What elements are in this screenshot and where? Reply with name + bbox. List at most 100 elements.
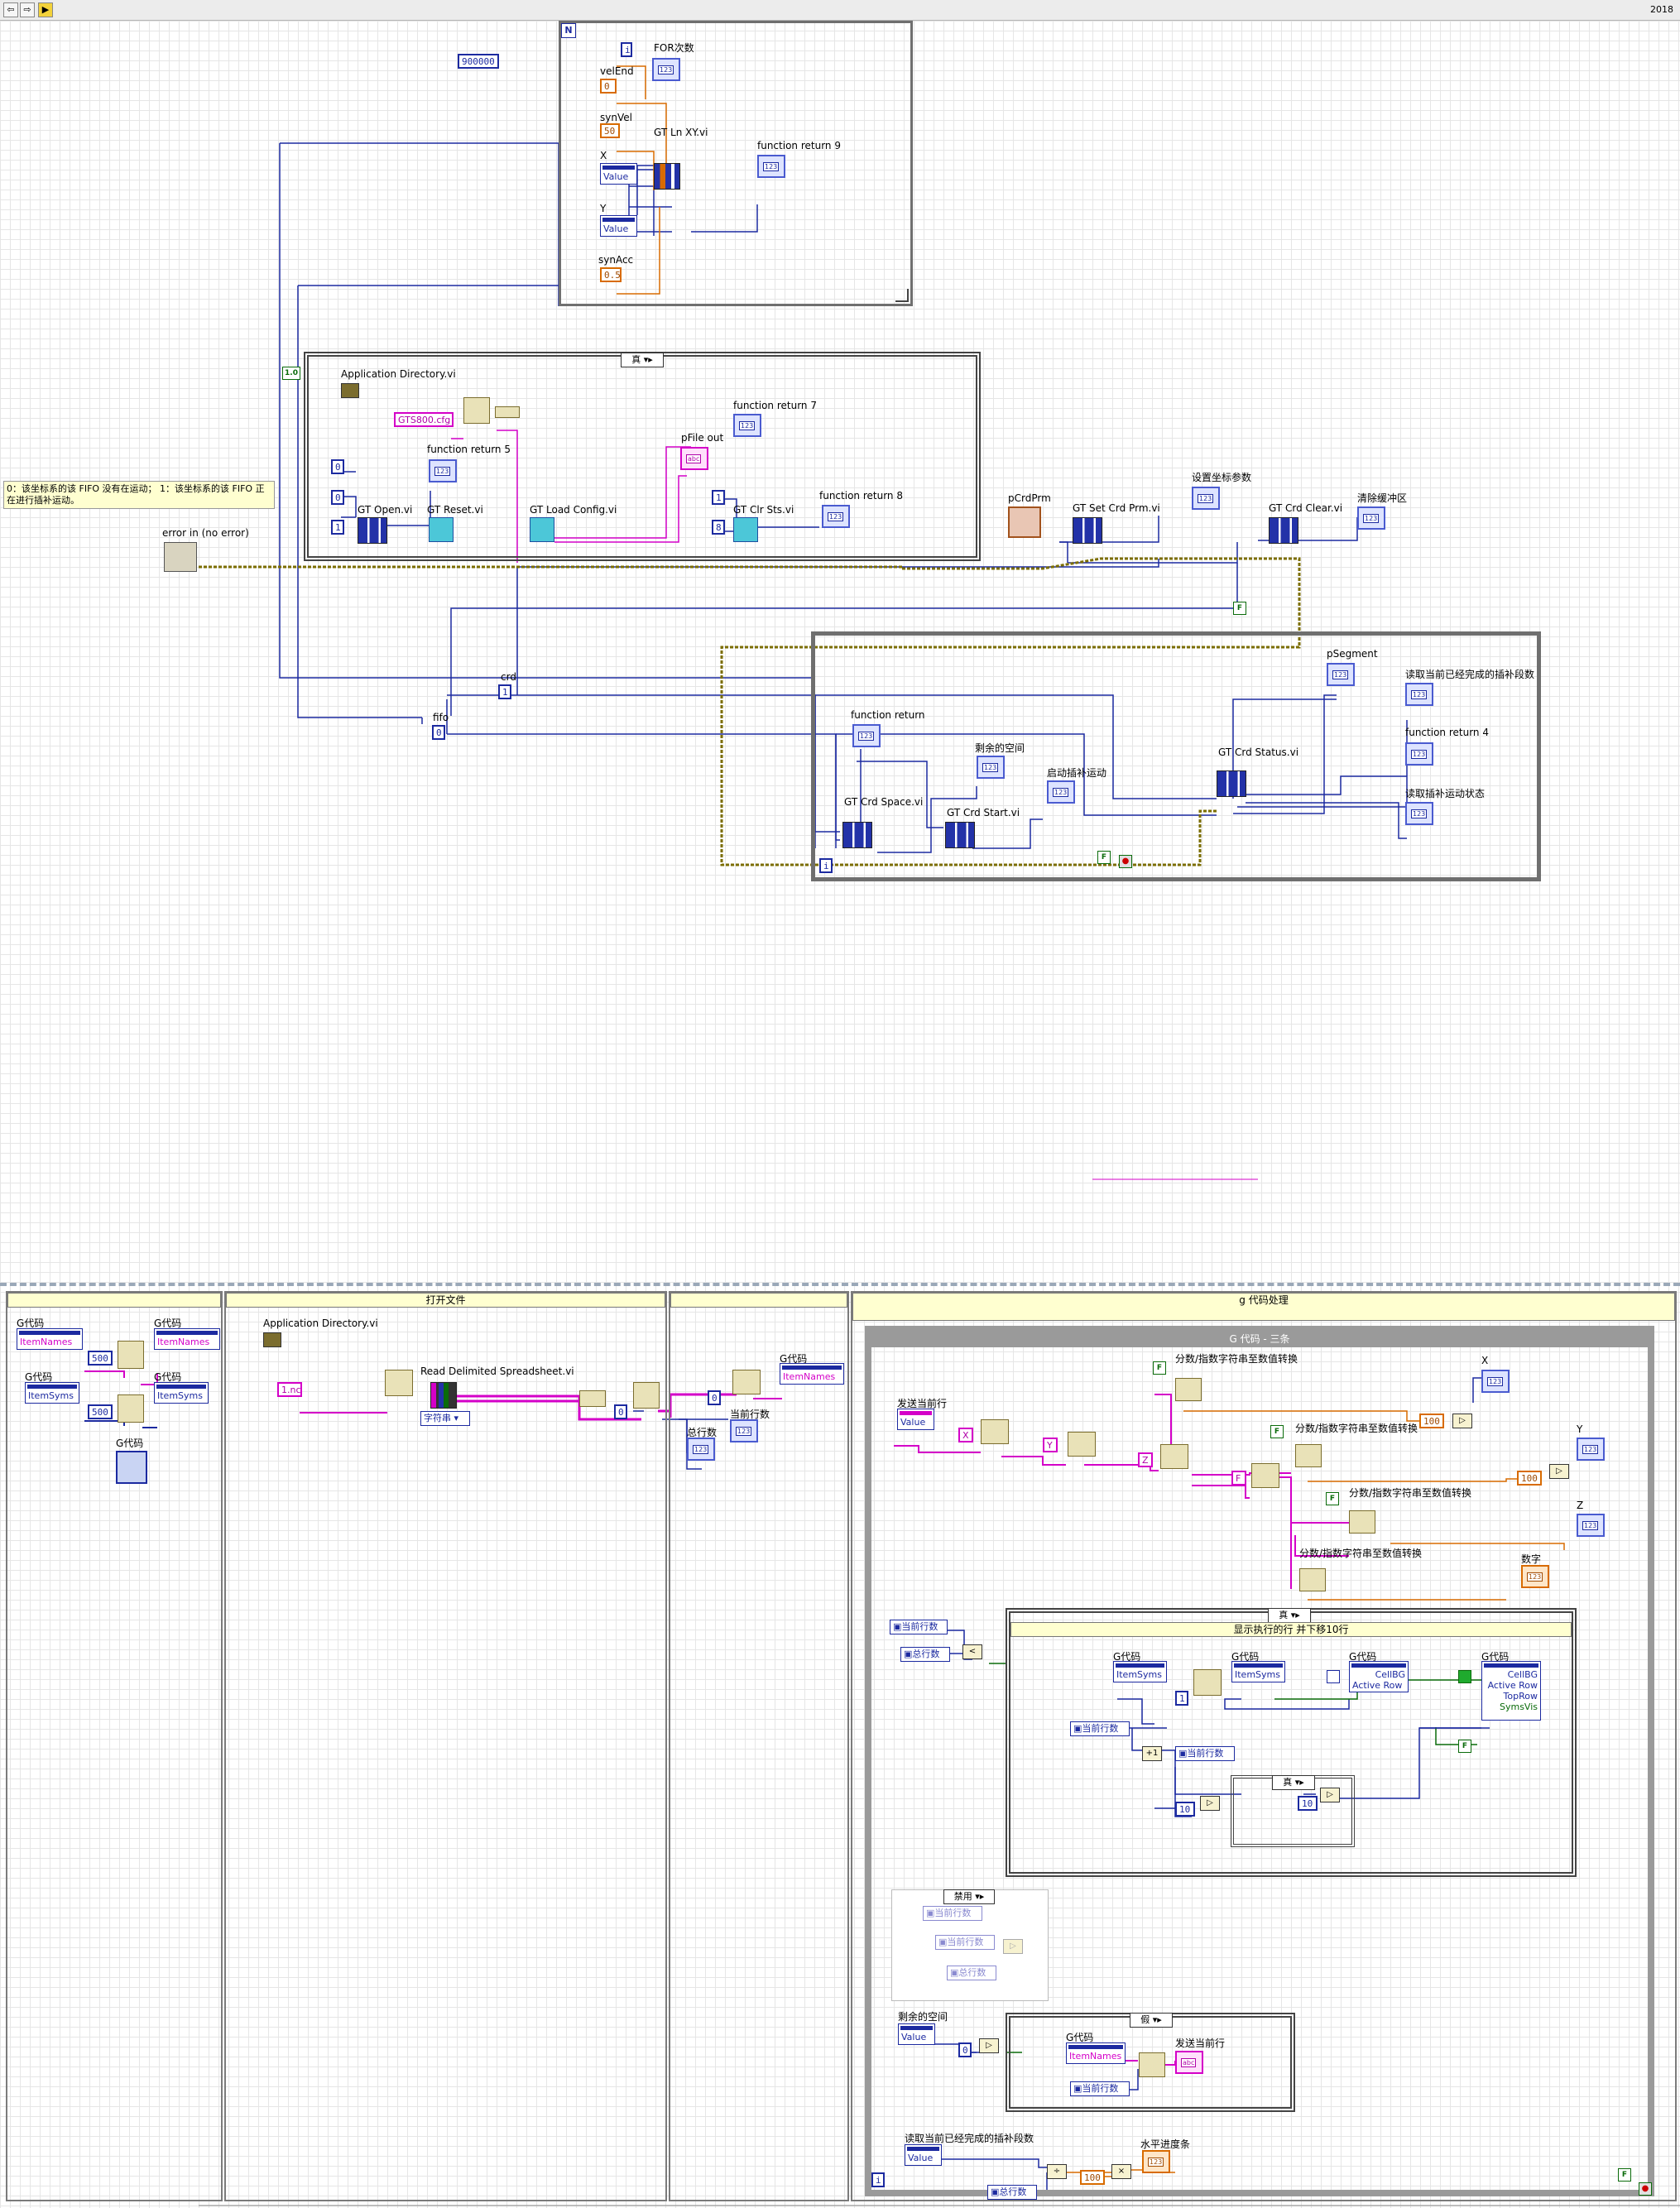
function-return-8-indicator[interactable] — [822, 505, 850, 528]
pcrdprm-control[interactable] — [1008, 506, 1041, 538]
eight-const[interactable]: 8 — [712, 520, 725, 535]
n500-const-a[interactable]: 500 — [88, 1351, 113, 1366]
z-const[interactable]: Z — [1138, 1452, 1153, 1467]
zero-const-seq3[interactable]: 0 — [708, 1390, 721, 1405]
number-out-indicator[interactable] — [1521, 1565, 1549, 1588]
array-size-vi[interactable] — [732, 1370, 761, 1394]
function-return-9-indicator[interactable] — [757, 155, 785, 178]
loop-i-terminal[interactable]: i — [621, 42, 632, 57]
convert-vi-d[interactable] — [1299, 1568, 1326, 1591]
nc-file-const[interactable]: 1.nc — [277, 1382, 302, 1397]
syn-vel-const[interactable]: 50 — [600, 123, 620, 138]
stop-bool-const[interactable]: F — [1097, 851, 1111, 864]
disabled-case-selector[interactable]: 禁用 ▾▸ — [943, 1889, 995, 1904]
match-pattern-vi-z[interactable] — [1160, 1444, 1188, 1469]
y-control[interactable]: Value — [600, 215, 637, 237]
reshape-array-vi-a[interactable] — [118, 1341, 144, 1369]
build-path-vi[interactable] — [463, 397, 490, 424]
compare-node-a[interactable]: < — [962, 1644, 982, 1659]
gt-load-config-vi[interactable] — [530, 517, 554, 542]
z-out-indicator[interactable] — [1577, 1514, 1605, 1537]
index-array-vi-2[interactable] — [579, 1390, 606, 1407]
divide-node-b[interactable]: ▷ — [1549, 1464, 1569, 1479]
function-return-indicator[interactable] — [852, 724, 881, 747]
seq-frame-1[interactable] — [6, 1291, 223, 2201]
status-loop-i-terminal[interactable]: i — [819, 858, 833, 873]
f-const[interactable]: F — [1231, 1471, 1246, 1486]
gt-crd-start-vi[interactable] — [945, 822, 975, 848]
pfile-out-indicator[interactable] — [680, 447, 708, 470]
item-syms-read[interactable]: ItemSyms — [1113, 1661, 1167, 1682]
for-count-indicator[interactable] — [652, 58, 680, 81]
seq-frame-2[interactable] — [224, 1291, 667, 2201]
vel-end-const[interactable]: 0 — [600, 79, 617, 94]
y-const[interactable]: Y — [1043, 1438, 1058, 1452]
g-code-while-loop[interactable] — [865, 1326, 1654, 2196]
n100-const-c[interactable]: 100 — [1080, 2170, 1105, 2185]
inner-compare-node[interactable]: ▷ — [1320, 1788, 1340, 1802]
increment-node[interactable]: +1 — [1142, 1746, 1162, 1761]
seq-frame-3[interactable] — [669, 1291, 849, 2201]
cell-bg-bool-b[interactable] — [1458, 1670, 1471, 1683]
compare-node-b[interactable]: ▷ — [979, 2038, 999, 2053]
match-pattern-vi-y[interactable] — [1068, 1432, 1096, 1457]
init-case-structure[interactable] — [304, 352, 981, 561]
gt-ln-xy-vi[interactable] — [654, 163, 680, 190]
index-array-vi-4[interactable] — [1139, 2052, 1165, 2077]
gt-crd-space-vi[interactable] — [842, 822, 872, 848]
convert-vi-c[interactable] — [1349, 1510, 1375, 1534]
item-names-out[interactable]: ItemNames — [154, 1328, 220, 1350]
item-syms-out[interactable]: ItemSyms — [154, 1382, 209, 1404]
convert-vi-a[interactable] — [1175, 1378, 1202, 1401]
read-delimited-vi[interactable] — [430, 1382, 457, 1409]
vi-icon[interactable]: ▶ — [38, 2, 53, 17]
zero-const-b[interactable]: 0 — [331, 490, 344, 505]
path-to-string-vi[interactable] — [495, 406, 520, 418]
g-code-stop-bool[interactable]: F — [1618, 2168, 1631, 2182]
match-pattern-vi-f[interactable] — [1251, 1463, 1279, 1488]
divide-node-c[interactable]: ÷ — [1047, 2164, 1067, 2179]
block-diagram-canvas[interactable]: N 900000 i FOR次数 velEnd 0 synVel 50 GT L… — [0, 21, 1680, 2208]
subtract-node[interactable]: ▷ — [1200, 1796, 1220, 1811]
replace-subset-vi[interactable] — [1193, 1669, 1222, 1696]
item-names-set[interactable]: ItemNames — [780, 1363, 844, 1385]
zero-const-seq2[interactable]: 0 — [614, 1404, 627, 1419]
psegment-indicator[interactable] — [1327, 663, 1355, 686]
item-syms-write[interactable]: ItemSyms — [1231, 1661, 1285, 1682]
horizontal-progress-indicator[interactable] — [1142, 2150, 1170, 2173]
gt-crd-status-vi[interactable] — [1217, 770, 1246, 797]
match-pattern-vi-x[interactable] — [981, 1419, 1009, 1444]
read-done-segments-local[interactable]: Value — [905, 2144, 942, 2166]
inner-case-selector[interactable]: 真 ▾▸ — [1272, 1775, 1315, 1790]
current-rows-local-b[interactable]: ▣当前行数 — [1070, 1721, 1130, 1736]
folder-icon[interactable] — [341, 383, 359, 398]
bool-f-c[interactable]: F — [1326, 1492, 1339, 1505]
init-case-selector[interactable]: 真 ▾▸ — [621, 353, 664, 367]
array-subset-vi[interactable] — [633, 1382, 660, 1409]
g-code-loop-i-terminal[interactable]: i — [871, 2172, 885, 2187]
bool-f-b[interactable]: F — [1270, 1425, 1284, 1438]
send-current-row-indicator[interactable] — [1175, 2051, 1203, 2074]
folder-icon-2[interactable] — [263, 1332, 281, 1347]
total-rows-local-b[interactable]: ▣总行数 — [987, 2185, 1037, 2200]
stop-terminal-icon[interactable]: ● — [1119, 855, 1132, 868]
n500-const-b[interactable]: 500 — [88, 1404, 113, 1419]
gt-clr-sts-vi[interactable] — [733, 517, 758, 542]
current-rows-local-a[interactable]: ▣当前行数 — [890, 1620, 948, 1634]
clear-buffer-indicator[interactable] — [1357, 506, 1385, 530]
y-out-indicator[interactable] — [1577, 1438, 1605, 1461]
resize-corner-icon[interactable] — [895, 289, 909, 302]
gt-open-vi[interactable] — [358, 517, 387, 544]
item-names-read[interactable]: ItemNames — [1066, 2042, 1126, 2064]
seq-frame-4[interactable] — [851, 1291, 1677, 2201]
item-syms-property[interactable]: ItemSyms — [25, 1382, 79, 1404]
crd-const[interactable]: 1 — [498, 684, 511, 699]
zero-const-a[interactable]: 0 — [331, 459, 344, 474]
ten-const-b[interactable]: 10 — [1298, 1796, 1318, 1811]
ten-const-a[interactable]: 10 — [1175, 1802, 1195, 1817]
remaining-space-indicator[interactable] — [977, 756, 1005, 779]
send-current-row-local[interactable]: Value — [897, 1409, 934, 1430]
loop-count-terminal[interactable]: N — [561, 23, 576, 38]
string-mode-selector[interactable]: 字符串 ▾ — [420, 1411, 470, 1426]
